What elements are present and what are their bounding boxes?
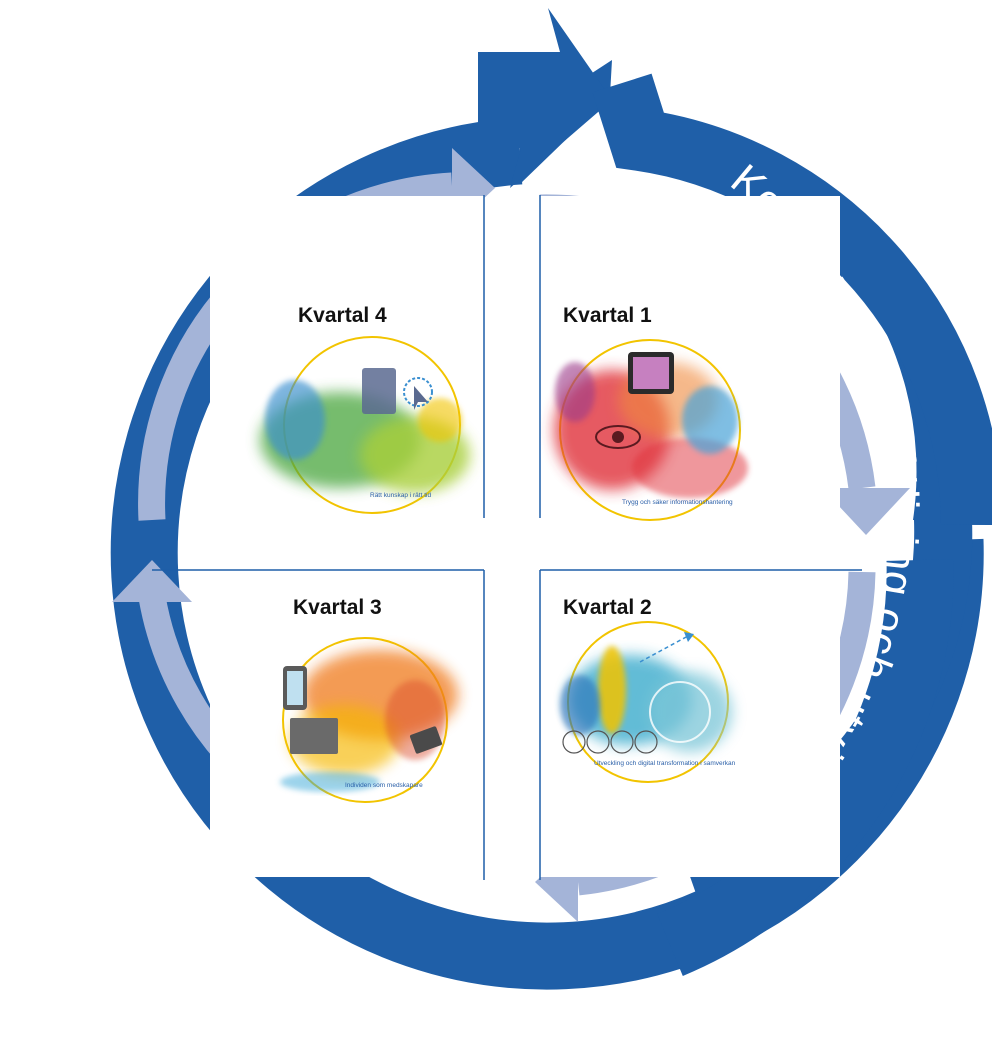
outer-ring-arrowhead (478, 8, 612, 188)
quarter-4-caption: Rätt kunskap i rätt tid (370, 492, 431, 499)
quarter-1-illustration (554, 339, 748, 521)
quarter-4-illustration (260, 336, 470, 514)
quarter-1-caption: Trygg och säker informationshantering (622, 499, 733, 506)
arrowhead-q2 (822, 488, 910, 535)
quarter-2: Kvartal 2 Utveckling och digital transfo… (560, 596, 736, 783)
quarter-4-title: Kvartal 4 (298, 304, 387, 327)
arrowhead-q4 (112, 560, 192, 602)
quarter-1: Kvartal 1 Trygg och säker informationsha… (554, 304, 748, 521)
quarter-3-illustration (280, 637, 458, 803)
quarter-3: Kvartal 3 Individen som medskapare (280, 596, 458, 803)
outer-ring-arc-lower-right (657, 559, 954, 976)
quarter-3-title: Kvartal 3 (293, 596, 382, 619)
quarter-3-caption: Individen som medskapare (345, 782, 423, 789)
quarter-2-title: Kvartal 2 (563, 596, 652, 619)
outer-ring-arc-right-top (622, 83, 970, 520)
quarter-4: Kvartal 4 Rätt kunskap i rätt tid (260, 304, 470, 514)
quarter-2-illustration (560, 621, 732, 783)
quarter-2-caption: Utveckling och digital transformation i … (594, 760, 736, 767)
quadrant-panels (152, 195, 862, 880)
quarter-1-title: Kvartal 1 (563, 304, 652, 327)
outer-ring-arc-upper-right (592, 73, 992, 526)
